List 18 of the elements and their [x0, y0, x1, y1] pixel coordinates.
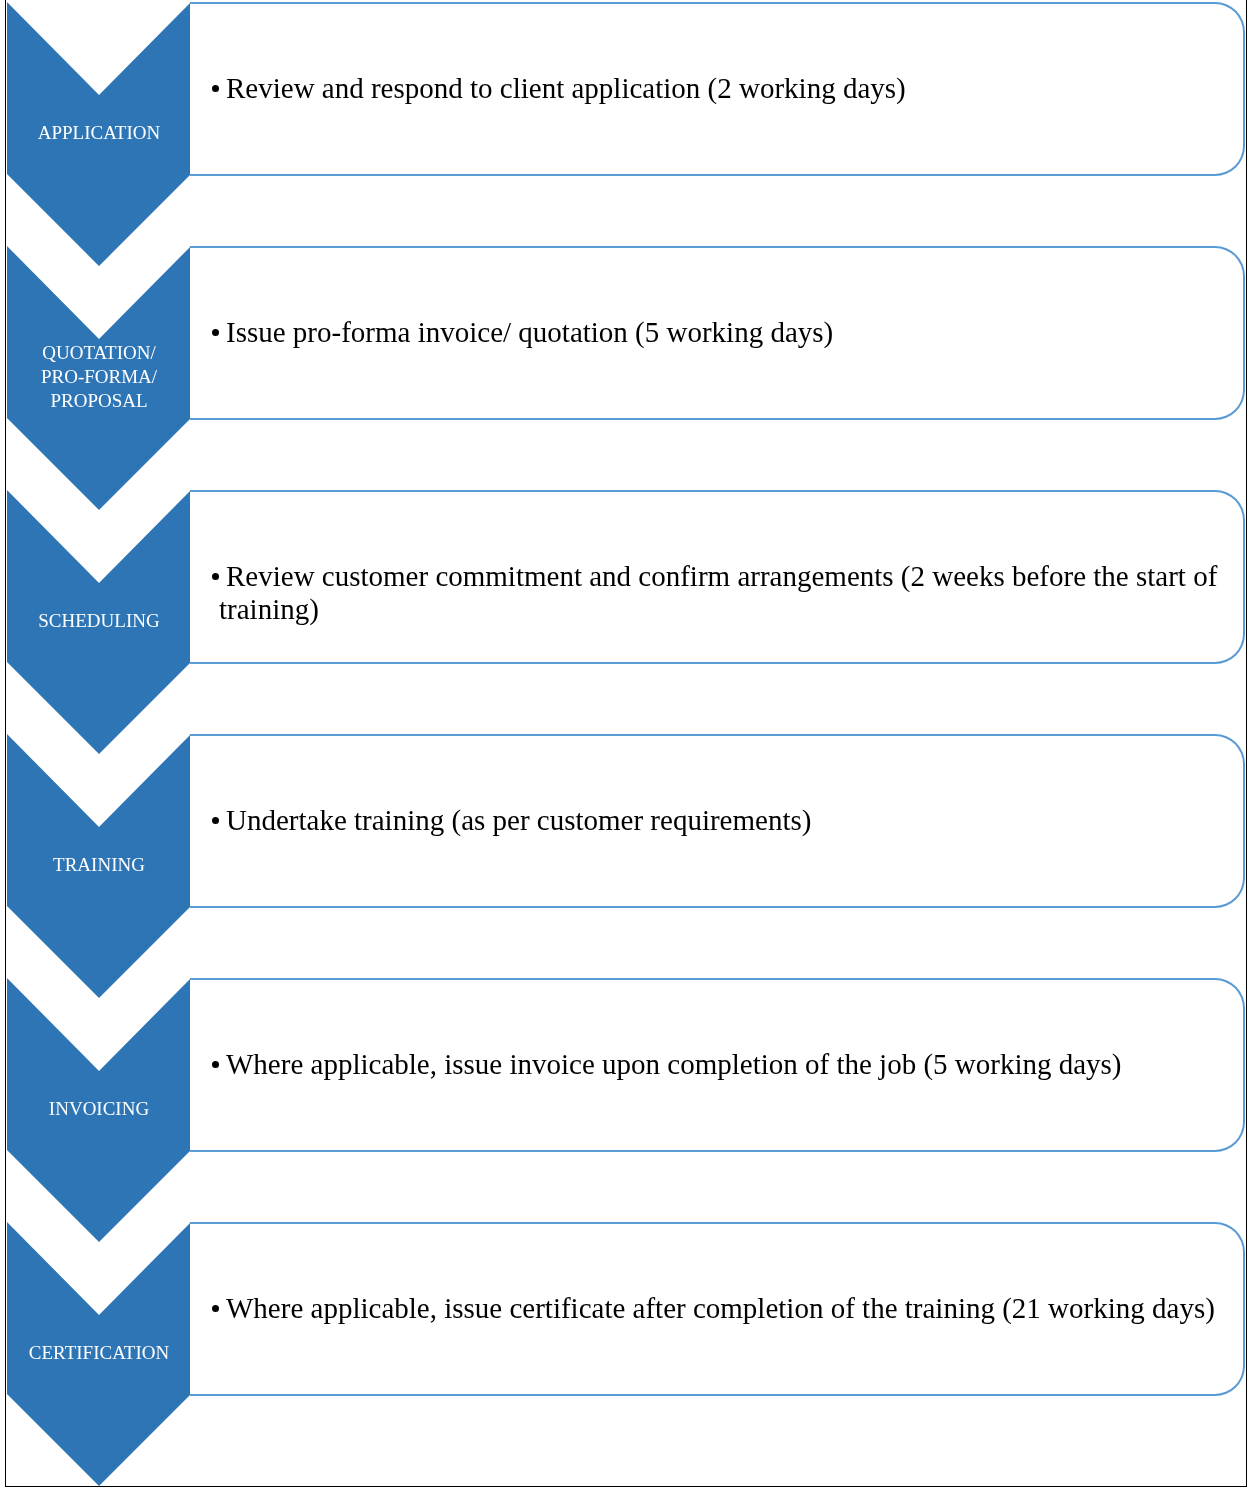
step-description: Undertake training (as per customer requirements) — [225, 804, 813, 837]
step-description: Where applicable, issue invoice upon completion of the job (5 working days) — [225, 1048, 1123, 1081]
step-detail-box — [190, 1222, 1245, 1396]
step-label: INVOICING — [47, 1097, 151, 1121]
step-detail-box — [190, 2, 1245, 176]
step-label: TRAINING — [52, 853, 146, 877]
step-detail-box — [190, 978, 1245, 1152]
step-detail-box — [190, 734, 1245, 908]
step-label: SCHEDULING — [37, 609, 161, 633]
step-description: Review customer commitment and confirm arrangements (2 weeks before the start of training) — [219, 560, 1219, 626]
step-detail-box — [190, 490, 1245, 664]
step-label: QUOTATION/ PRO-FORMA/ PROPOSAL — [39, 341, 159, 413]
step-label: CERTIFICATION — [27, 1341, 171, 1365]
step-description: Issue pro-forma invoice/ quotation (5 working days) — [225, 316, 835, 349]
step-detail-box — [190, 246, 1245, 420]
step-description: Where applicable, issue certificate after completion of the training (21 working days) — [225, 1292, 1216, 1325]
step-description: Review and respond to client application (2 working days) — [225, 72, 907, 105]
step-label: APPLICATION — [36, 121, 162, 145]
